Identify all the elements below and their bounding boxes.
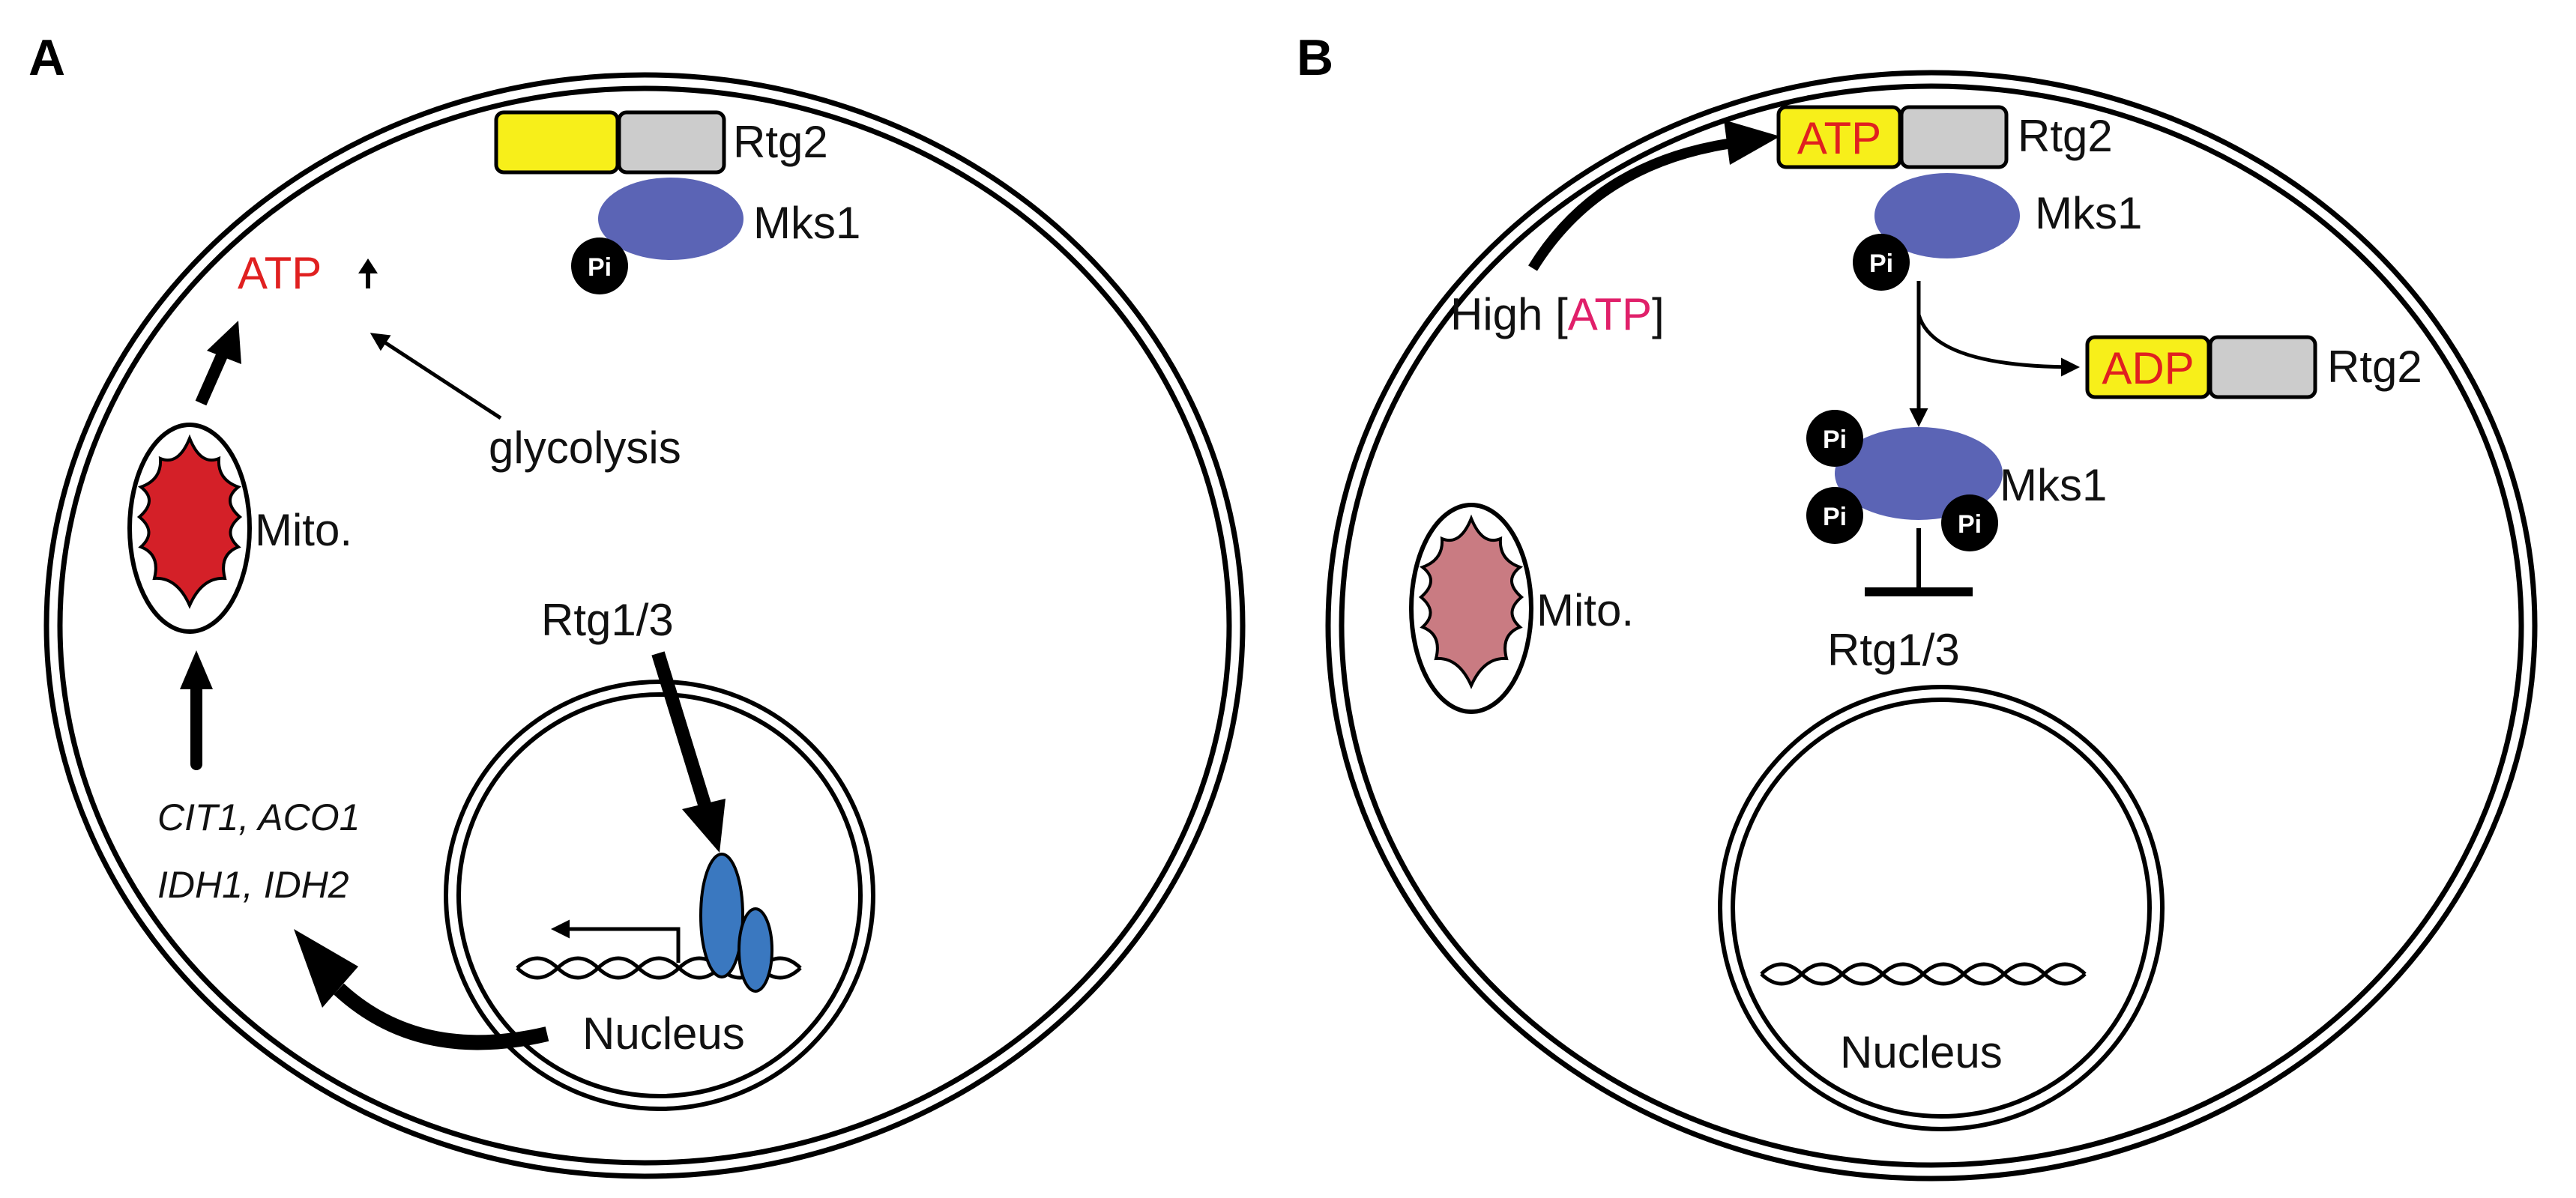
panel-b-letter: B [1297,29,1333,86]
phosphate-icon-b-3: Pi [1941,494,1998,551]
nucleus-label-a: Nucleus [582,1008,745,1059]
rtg13-label-b: Rtg1/3 [1827,625,1960,675]
mitochondrion-a [127,423,252,634]
transcription-start-arrow [551,919,681,963]
rtg2-label-a: Rtg2 [733,117,828,167]
nucleus-label-b: Nucleus [1840,1027,2003,1077]
rtg2-adp-complex: ADP Rtg2 [2085,335,2422,399]
atp-box-label: ATP [1797,113,1881,163]
panel-a-letter: A [28,29,65,86]
svg-text:Pi: Pi [1869,249,1893,278]
high-atp-arrow [1528,120,1780,271]
rtg2-gray-domain-b [1899,105,2009,169]
glycolysis-label: glycolysis [489,423,681,473]
phosphate-icon-b-1: Pi [1806,410,1863,467]
mks1-label-b-lower: Mks1 [2000,460,2107,510]
rtg2-gray-domain-b-right [2208,335,2317,399]
mks1-hyperphosphorylated: Mks1 Pi Pi Pi [1806,410,2107,551]
nucleus-a [444,680,875,1111]
rtg13-complex-bound [699,853,773,993]
rtg2-gray-domain [617,110,726,175]
svg-text:Pi: Pi [1823,426,1847,454]
high-atp-label: High [ATP] [1450,289,1665,339]
genes-line-2: IDH1, IDH2 [157,864,349,906]
dna-helix-b [1760,962,2087,986]
svg-text:Pi: Pi [1958,510,1982,539]
mito-to-atp-arrow [195,321,241,406]
mitochondrion-b [1409,503,1533,714]
arrow-up-icon [358,258,378,288]
genes-line-1: CIT1, ACO1 [157,796,360,838]
cell-membrane-a [43,72,1246,1179]
mks1-ellipse-a [598,178,743,260]
inhibition-bar [1865,528,1973,596]
phosphate-icon-a: Pi [571,238,628,294]
panel-a: A Rtg2 Mks1 Pi ATP glycolysis [28,29,1246,1179]
mks1-ellipse-b-top [1874,173,2020,258]
cell-membrane-b [1325,70,2538,1182]
rtg13-label-a: Rtg1/3 [541,595,674,645]
rtg2-yellow-domain [494,110,620,175]
panel-b: B ATP Rtg2 Mks1 Pi High [ATP] [1297,29,2538,1182]
rtg2-atp-complex: ATP Rtg2 Mks1 Pi [1776,105,2142,291]
svg-text:Pi: Pi [588,253,612,282]
rtg13-import-arrow [651,651,726,853]
mks1-label-a: Mks1 [753,198,860,248]
atp-label-a: ATP [238,248,322,298]
nucleus-to-genes-arrow [294,929,549,1050]
mito-label-a: Mito. [255,505,352,555]
rtg2-label-b-right: Rtg2 [2327,342,2422,392]
phosphate-icon-b-2: Pi [1806,487,1863,544]
glycolysis-arrow [369,333,502,420]
mito-label-b: Mito. [1536,585,1634,635]
hydrolysis-arrow [1916,314,2080,377]
svg-text:Pi: Pi [1823,503,1847,531]
genes-to-mito-arrow [180,650,213,770]
adp-box-label: ADP [2102,343,2194,393]
nucleus-b [1718,685,2165,1131]
rtg2-label-b-top: Rtg2 [2018,111,2113,161]
rtg2-complex-a: Rtg2 Mks1 Pi [494,110,860,294]
phosphate-icon-b-top: Pi [1853,234,1910,291]
mks1-label-b-top: Mks1 [2035,188,2142,238]
